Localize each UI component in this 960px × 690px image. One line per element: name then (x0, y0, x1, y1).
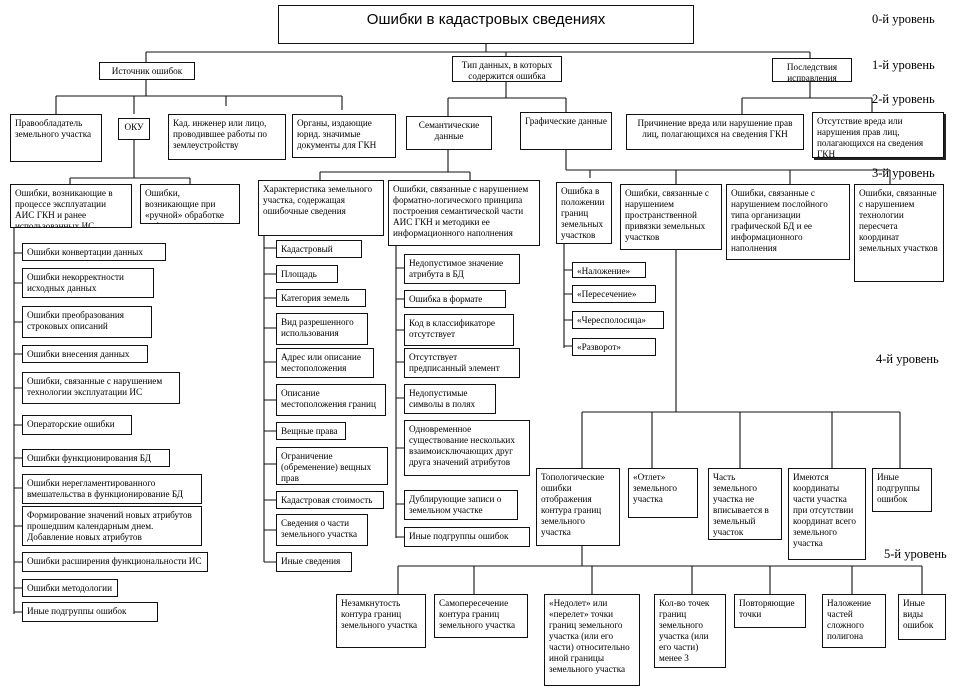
format-item: Иные подгруппы ошибок (404, 527, 530, 547)
characteristic-item: Вид разрешенного использования (276, 313, 368, 345)
oku-item: Ошибки некорректности исходных данных (22, 268, 154, 298)
format-item: Одновременное существование нескольких в… (404, 420, 530, 476)
characteristic-item: Вещные права (276, 422, 346, 440)
level-label-2: 2-й уровень (872, 92, 935, 106)
oku-item: Ошибки преобразования строковых описаний (22, 306, 152, 338)
oku-item: Ошибки методологии (22, 579, 118, 597)
root-title: Ошибки в кадастровых сведениях (278, 5, 694, 44)
characteristic-item: Сведения о части земельного участка (276, 514, 368, 546)
position-item: «Разворот» (572, 338, 656, 356)
sem-characteristic-node: Характеристика земельного участка, содер… (258, 180, 384, 236)
format-item: Отсутствует предписанный элемент (404, 348, 520, 378)
position-item: «Пересечение» (572, 285, 656, 303)
format-item: Дублирующие записи о земельном участке (404, 490, 518, 520)
part-coords-node: Имеются координаты части участка при отс… (788, 468, 866, 560)
characteristic-item: Кадастровый номер (276, 240, 362, 258)
level5-item: Иные виды ошибок (898, 594, 946, 640)
level5-item: «Недолет» или «перелет» точки границ зем… (544, 594, 640, 686)
gr-layer-node: Ошибки, связанные с нарушением послойног… (726, 184, 850, 260)
other-level4-node: Иные подгруппы ошибок (872, 468, 932, 512)
gr-position-node: Ошибка в положении границ земельных учас… (556, 182, 612, 244)
source-node: Источник ошибок (99, 62, 195, 80)
data-type-node: Тип данных, в которых содержится ошибка (452, 56, 562, 82)
characteristic-item: Площадь (276, 265, 338, 283)
format-item: Недопустимое значение атрибута в БД (404, 254, 520, 284)
topological-node: Топологические ошибки отображения контур… (536, 468, 620, 546)
engineer-node: Кад. инженер или лицо, проводившее работ… (168, 114, 286, 160)
level5-item: Кол-во точек границ земельного участка (… (654, 594, 726, 668)
level5-item: Наложение частей сложного полигона (822, 594, 886, 648)
connector (397, 546, 923, 594)
level5-item: Самопересечение контура границ земельног… (434, 594, 528, 638)
oku-node: ОКУ (118, 118, 150, 140)
connector (13, 228, 22, 614)
connector (563, 244, 572, 348)
oku-manual-node: Ошибки, возникающие при «ручной» обработ… (140, 184, 240, 224)
gr-recalc-node: Ошибки, связанные с нарушением технологи… (854, 184, 944, 282)
harm-node: Причинение вреда или нарушение прав лиц,… (626, 114, 804, 150)
connector (319, 150, 471, 180)
connector (741, 78, 873, 114)
connector (55, 80, 343, 114)
sem-format-logic-node: Ошибки, связанные с нарушением форматно-… (388, 180, 540, 246)
gr-spatial-node: Ошибки, связанные с нарушением пространс… (620, 184, 722, 250)
owner-node: Правообладатель земельного участка (10, 114, 102, 162)
characteristic-item: Описание местоположения границ (276, 384, 386, 416)
oku-item: Ошибки внесения данных (22, 345, 148, 363)
graphic-node: Графические данные (520, 112, 612, 150)
oku-item: Ошибки расширения функциональности ИС (22, 552, 208, 572)
oku-item: Ошибки нерегламентированного вмешательст… (22, 474, 202, 504)
connector (565, 150, 891, 184)
oku-item: Ошибки, связанные с нарушением технологи… (22, 372, 180, 404)
level-label-0: 0-й уровень (872, 12, 935, 26)
connector (447, 82, 567, 116)
no-harm-node: Отсутствие вреда или нарушения прав лиц,… (812, 112, 944, 158)
format-item: Код в классификаторе отсутствует (404, 314, 514, 346)
level5-item: Незамкнутость контура границ земельного … (336, 594, 426, 648)
format-item: Ошибка в формате (404, 290, 506, 308)
oku-item: Ошибки функционирования БД (22, 449, 170, 467)
level-label-1: 1-й уровень (872, 58, 935, 72)
characteristic-item: Иные сведения (276, 552, 352, 572)
characteristic-item: Кадастровая стоимость (276, 491, 384, 509)
oku-item: Иные подгруппы ошибок (22, 602, 158, 622)
position-item: «Чересполосица» (572, 311, 664, 329)
detach-node: «Отлет» земельного участка (628, 468, 698, 518)
level-label-4: 4-й уровень (876, 352, 939, 366)
characteristic-item: Ограничение (обременение) вещных прав (276, 447, 388, 485)
level-label-5: 5-й уровень (884, 547, 947, 561)
connector (581, 250, 901, 468)
level5-item: Повторяющие точки (734, 594, 806, 628)
connector (395, 246, 404, 538)
oku-process-node: Ошибки, возникающие в процессе эксплуата… (10, 184, 132, 228)
position-item: «Наложение» (572, 262, 646, 278)
format-item: Недопустимые символы в полях (404, 384, 496, 414)
oku-item: Ошибки конвертации данных (22, 243, 166, 261)
characteristic-item: Категория земель (276, 289, 366, 307)
oku-item: Операторские ошибки (22, 415, 132, 435)
level-label-3: 3-й уровень (872, 166, 935, 180)
semantic-node: Семантические данные (406, 116, 492, 150)
part-outside-node: Часть земельного участка не вписывается … (708, 468, 782, 540)
authorities-node: Органы, издающие юрид. значимые документ… (292, 114, 396, 158)
consequences-node: Последствия исправления (772, 58, 852, 82)
connector (69, 140, 191, 184)
characteristic-item: Адрес или описание местоположения (276, 348, 374, 378)
connector (263, 236, 276, 563)
connector (145, 44, 811, 62)
oku-item: Формирование значений новых атрибутов пр… (22, 506, 202, 546)
